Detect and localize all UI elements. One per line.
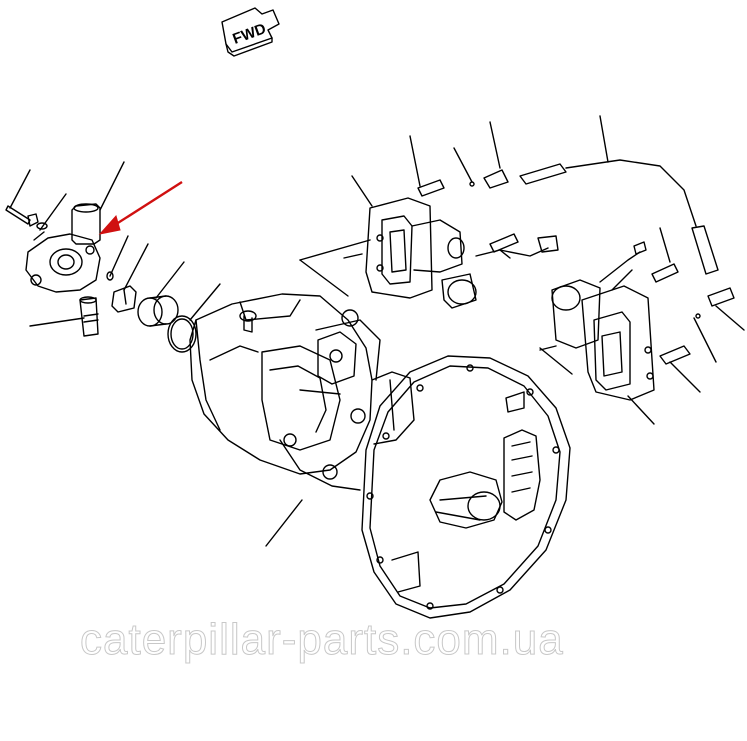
coupling-block [111, 285, 137, 313]
gear-pump-assembly [25, 203, 101, 293]
fwd-label: FWD [230, 20, 268, 48]
o-ring-large [167, 315, 197, 353]
top-regulator-assembly [343, 197, 559, 309]
highlight-arrow [98, 180, 183, 235]
check-valve-fitting [79, 296, 99, 337]
mounting-flange [361, 355, 571, 619]
leader-lines-right [299, 115, 745, 425]
right-regulator-assembly [539, 241, 735, 401]
o-ring-small [106, 271, 114, 281]
leader-lines-left [9, 161, 303, 547]
bolt-top-left [5, 205, 48, 230]
sleeve-ring [137, 295, 179, 327]
top-fittings [417, 163, 567, 253]
main-pump-housing [189, 293, 415, 491]
sensor-cable [565, 159, 719, 275]
fwd-direction-marker: FWD [221, 7, 280, 57]
